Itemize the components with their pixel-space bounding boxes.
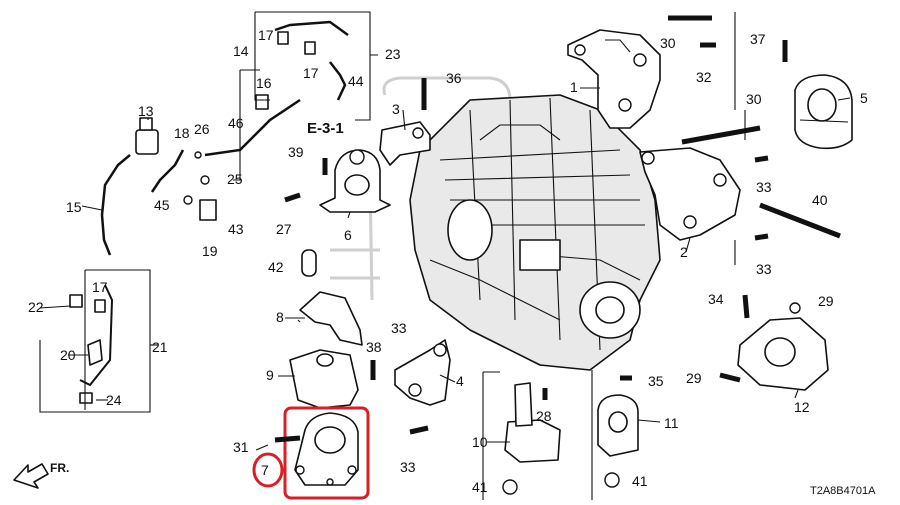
label-6: 6 — [344, 227, 352, 243]
bolts — [274, 15, 841, 495]
label-34: 34 — [708, 291, 724, 307]
front-direction-arrow — [13, 463, 49, 489]
part-6-side-mount — [319, 149, 391, 213]
part-4-bracket — [394, 339, 451, 406]
label-5: 5 — [860, 90, 868, 106]
leader-lines — [39, 87, 851, 451]
label-39: 39 — [288, 144, 304, 160]
diagram-reference-code: T2A8B4701A — [810, 485, 876, 497]
label-1: 1 — [570, 79, 578, 95]
highlight-box-part-7 — [283, 406, 370, 500]
part-12-mount — [737, 302, 829, 391]
label-28: 28 — [536, 408, 552, 424]
label-11: 11 — [664, 415, 679, 431]
label-15: 15 — [66, 199, 82, 215]
label-10: 10 — [472, 434, 488, 450]
label-35: 35 — [648, 373, 664, 389]
small-components — [69, 31, 317, 404]
label-9: 9 — [266, 367, 274, 383]
label-17b: 17 — [303, 65, 319, 81]
label-30b: 30 — [746, 91, 762, 107]
label-20: 20 — [60, 347, 76, 363]
label-33c: 33 — [391, 320, 407, 336]
label-8: 8 — [276, 309, 284, 325]
label-33b: 33 — [756, 261, 772, 277]
label-17c: 17 — [92, 279, 108, 295]
vacuum-hoses — [79, 20, 349, 387]
label-21: 21 — [152, 339, 168, 355]
part-labels: 1 2 3 4 5 6 7 8 9 10 11 12 13 14 15 16 1… — [28, 27, 876, 497]
part-2-mount-bracket — [639, 147, 741, 241]
label-36: 36 — [446, 70, 462, 86]
section-reference: E-3-1 — [307, 120, 344, 137]
label-29a: 29 — [818, 293, 834, 309]
highlight-circle-part-7 — [252, 452, 284, 488]
label-30a: 30 — [660, 35, 676, 51]
label-7: 7 — [261, 462, 269, 478]
label-12: 12 — [794, 399, 810, 415]
label-42: 42 — [268, 259, 284, 275]
part-9-bracket — [289, 349, 359, 409]
label-37: 37 — [750, 31, 766, 47]
label-45: 45 — [154, 197, 170, 213]
label-18: 18 — [174, 125, 190, 141]
label-13: 13 — [138, 103, 154, 119]
part-11-mount — [597, 394, 639, 457]
label-17a: 17 — [258, 27, 274, 43]
label-32: 32 — [696, 69, 712, 85]
label-33a: 33 — [756, 179, 772, 195]
label-40: 40 — [812, 192, 828, 208]
label-2: 2 — [680, 244, 688, 260]
label-4: 4 — [456, 373, 464, 389]
engine-assembly — [409, 94, 661, 371]
label-44: 44 — [348, 73, 364, 89]
label-24: 24 — [106, 392, 122, 408]
label-41b: 41 — [632, 473, 648, 489]
label-14: 14 — [233, 43, 249, 59]
part-8-bracket — [299, 291, 363, 346]
part-1-mount-bracket — [567, 29, 661, 129]
part-7-transmission-mount — [294, 412, 359, 486]
label-41a: 41 — [472, 479, 488, 495]
part-3-bracket — [379, 121, 431, 166]
front-direction-label: FR. — [50, 461, 69, 475]
label-43: 43 — [228, 221, 244, 237]
label-31: 31 — [233, 439, 249, 455]
label-46: 46 — [228, 115, 244, 131]
label-3: 3 — [392, 101, 400, 117]
part-10-mount — [504, 382, 561, 463]
label-19: 19 — [202, 243, 218, 259]
group-brackets — [39, 11, 746, 500]
label-33d: 33 — [400, 459, 416, 475]
label-27: 27 — [276, 221, 292, 237]
label-29b: 29 — [686, 370, 702, 386]
label-26: 26 — [194, 121, 210, 137]
label-16: 16 — [256, 75, 272, 91]
part-5-engine-mount — [794, 74, 853, 150]
label-38: 38 — [366, 339, 382, 355]
label-25: 25 — [227, 171, 243, 187]
label-23: 23 — [385, 46, 401, 62]
label-22: 22 — [28, 299, 44, 315]
